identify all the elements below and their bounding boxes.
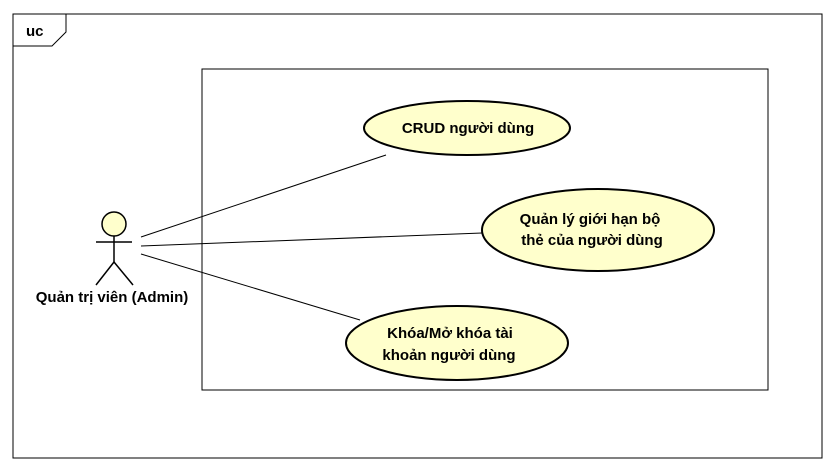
frame-tag-box: [12, 13, 67, 47]
actor-right-leg: [113, 261, 134, 286]
use-case-lock[interactable]: Khóa/Mở khóa tài khoản người dùng: [345, 305, 569, 381]
actor-head: [101, 211, 127, 237]
use-case-lock-ellipse: [345, 305, 569, 381]
use-case-limit-ellipse: [481, 188, 715, 272]
use-case-crud[interactable]: CRUD người dùng: [363, 100, 571, 156]
actor-label: Quản trị viên (Admin): [36, 289, 189, 306]
actor[interactable]: Quản trị viên (Admin): [36, 211, 189, 306]
actor-left-leg: [95, 261, 115, 286]
association-lock: [140, 253, 361, 321]
use-case-lock-label-line1: Khóa/Mở khóa tài: [387, 325, 513, 342]
use-case-limit[interactable]: Quản lý giới hạn bộ thẻ của người dùng: [481, 188, 715, 272]
use-case-lock-label-line2: khoản người dùng: [382, 347, 515, 364]
use-case-crud-ellipse: [363, 100, 571, 156]
association-crud: [140, 154, 387, 238]
use-case-limit-label-line1: Quản lý giới hạn bộ: [520, 211, 661, 228]
frame-tag-label: uc: [26, 23, 44, 40]
use-case-limit-label-line2: thẻ của người dùng: [521, 232, 663, 249]
association-limit: [140, 232, 483, 247]
use-case-crud-label: CRUD người dùng: [402, 120, 534, 137]
